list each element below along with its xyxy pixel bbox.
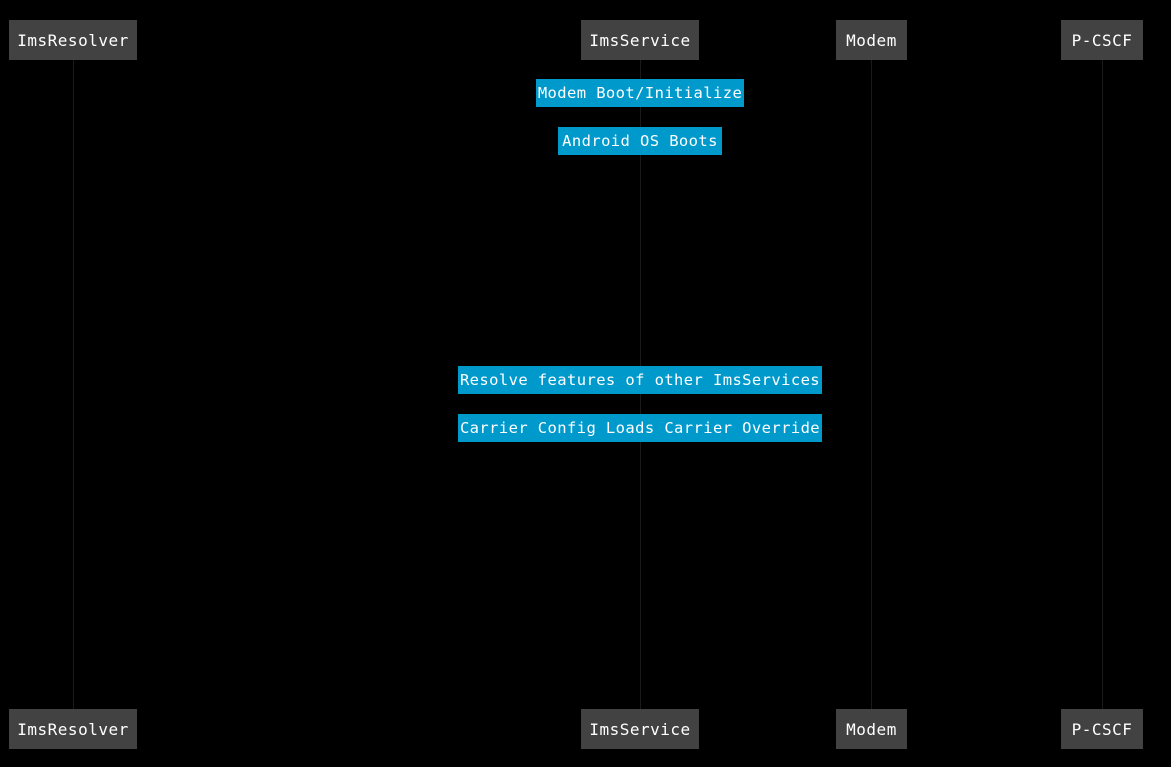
participant-pcscf-bottom[interactable]: P-CSCF — [1061, 709, 1143, 749]
participant-label: Modem — [846, 719, 897, 739]
note-label: Modem Boot/Initialize — [537, 84, 743, 102]
participant-imsservice-bottom[interactable]: ImsService — [581, 709, 699, 749]
participant-label: P-CSCF — [1071, 719, 1133, 739]
note-label: Carrier Config Loads Carrier Override — [459, 419, 821, 437]
participant-imsresolver[interactable]: ImsResolver — [9, 20, 137, 60]
note-resolve-features[interactable]: Resolve features of other ImsServices — [458, 366, 822, 394]
lifeline-imsresolver — [73, 60, 74, 709]
participant-label: ImsResolver — [17, 719, 129, 739]
note-carrier-config[interactable]: Carrier Config Loads Carrier Override — [458, 414, 822, 442]
participant-modem[interactable]: Modem — [836, 20, 907, 60]
participant-imsservice[interactable]: ImsService — [581, 20, 699, 60]
participant-label: ImsService — [589, 719, 691, 739]
participant-label: P-CSCF — [1071, 30, 1133, 50]
note-label: Android OS Boots — [562, 132, 718, 150]
participant-pcscf[interactable]: P-CSCF — [1061, 20, 1143, 60]
note-label: Resolve features of other ImsServices — [459, 371, 821, 389]
lifeline-pcscf — [1102, 60, 1103, 709]
note-android-os-boots[interactable]: Android OS Boots — [558, 127, 722, 155]
participant-label: ImsResolver — [17, 30, 129, 50]
participant-modem-bottom[interactable]: Modem — [836, 709, 907, 749]
participant-imsresolver-bottom[interactable]: ImsResolver — [9, 709, 137, 749]
participant-label: Modem — [846, 30, 897, 50]
lifeline-modem — [871, 60, 872, 709]
participant-label: ImsService — [589, 30, 691, 50]
note-modem-boot[interactable]: Modem Boot/Initialize — [536, 79, 744, 107]
